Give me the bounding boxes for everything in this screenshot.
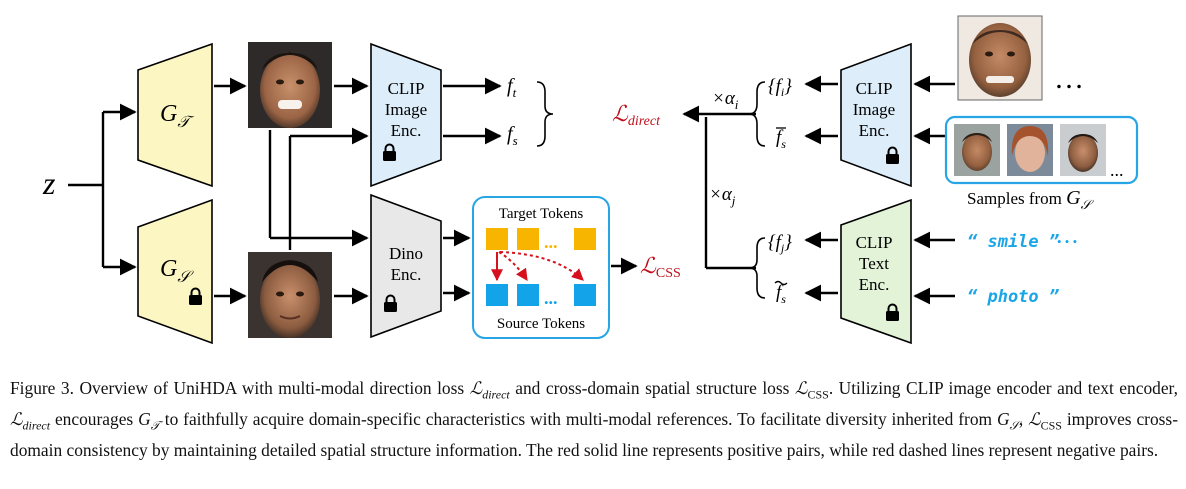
clip-image-encoder-left: CLIP Image Enc. [370,42,442,188]
clip-image-encoder-left-line1: CLIP [388,79,425,98]
clip-image-encoder-left-line2: Image [385,100,427,119]
samples-box: ... [944,115,1139,185]
clip-text-encoder-line1: CLIP [856,233,893,252]
latent-branch-lines [68,103,137,276]
sample-face-image [1060,124,1106,176]
more-references-ellipsis: … [1054,62,1084,95]
right-flow-lines [682,105,756,270]
prompt-smile: “ smile ” [967,232,1060,252]
token-box: Target Tokens ... ... Source Tokens [472,196,610,339]
lock-icon [189,287,202,305]
lock-icon [886,146,899,164]
brace-right-bottom [748,237,766,299]
feature-fs-tilde: fs [774,280,788,306]
alpha-i-weight: ×αi [712,88,739,112]
svg-text:fs: fs [776,127,786,151]
loss-direct: ℒdirect [612,101,661,129]
generator-source: G𝒮 [137,198,213,345]
clip-text-encoder-line3: Enc. [859,275,890,294]
source-face-image [248,252,332,338]
clip-text-encoder-line2: Text [859,254,889,273]
sample-face-image [954,124,1000,176]
clip-image-encoder-left-line3: Enc. [391,121,422,140]
target-face-image [248,42,332,128]
target-token-dots: ... [544,232,558,252]
lock-icon [886,303,899,321]
sample-dots: ... [1110,160,1124,180]
target-token [486,228,508,250]
dino-encoder: Dino Enc. [370,193,442,339]
negative-pair-arrow [498,251,528,281]
samples-label: Samples from G𝒮 [967,187,1095,212]
right-input-arrows [913,75,955,305]
clip-image-encoder-right-line3: Enc. [859,121,890,140]
clip-text-encoder: CLIP Text Enc. [840,198,912,345]
clip-image-encoder-right-line2: Image [853,100,895,119]
feature-ft: ft [507,75,517,100]
figure-caption: Figure 3. Overview of UniHDA with multi-… [10,378,1178,460]
target-tokens-label: Target Tokens [499,206,584,222]
source-token [574,284,596,306]
clip-image-encoder-right-line1: CLIP [856,79,893,98]
feature-fs-bar: fs [776,127,786,151]
reference-face-image [957,15,1043,101]
source-token [486,284,508,306]
more-prompts-dots: • • • [1057,234,1077,249]
face-connection-lines [268,77,369,305]
negative-pair-arrow [499,251,584,281]
source-token [517,284,539,306]
lock-icon [384,294,397,312]
brace-right-top [748,81,766,147]
feature-fj-set: {fj} [768,232,792,255]
svg-text:fs: fs [776,282,786,306]
dino-encoder-line1: Dino [389,244,423,263]
prompt-photo: “ photo ” [967,287,1060,307]
source-tokens-label: Source Tokens [497,316,585,332]
target-token [574,228,596,250]
sample-face-image [1007,124,1053,176]
alpha-j-weight: ×αj [709,184,736,208]
target-token [517,228,539,250]
feature-fi-set: {fi} [768,76,792,99]
latent-z-label: z [42,165,56,201]
clip-image-encoder-right: CLIP Image Enc. [840,42,912,188]
generator-target: G𝒯 [137,42,213,188]
dino-output-arrows [443,229,471,302]
unihda-overview-diagram: z G𝒯 G𝒮 [42,15,1139,345]
clip-left-output-arrows [443,77,502,145]
feature-fs: fs [507,123,518,148]
dino-encoder-line2: Enc. [391,265,422,284]
right-encoder-output-arrows [804,75,838,302]
brace-left [536,81,554,147]
loss-css: ℒCSS [640,253,681,281]
lock-icon [383,143,396,161]
source-token-dots: ... [544,288,558,308]
